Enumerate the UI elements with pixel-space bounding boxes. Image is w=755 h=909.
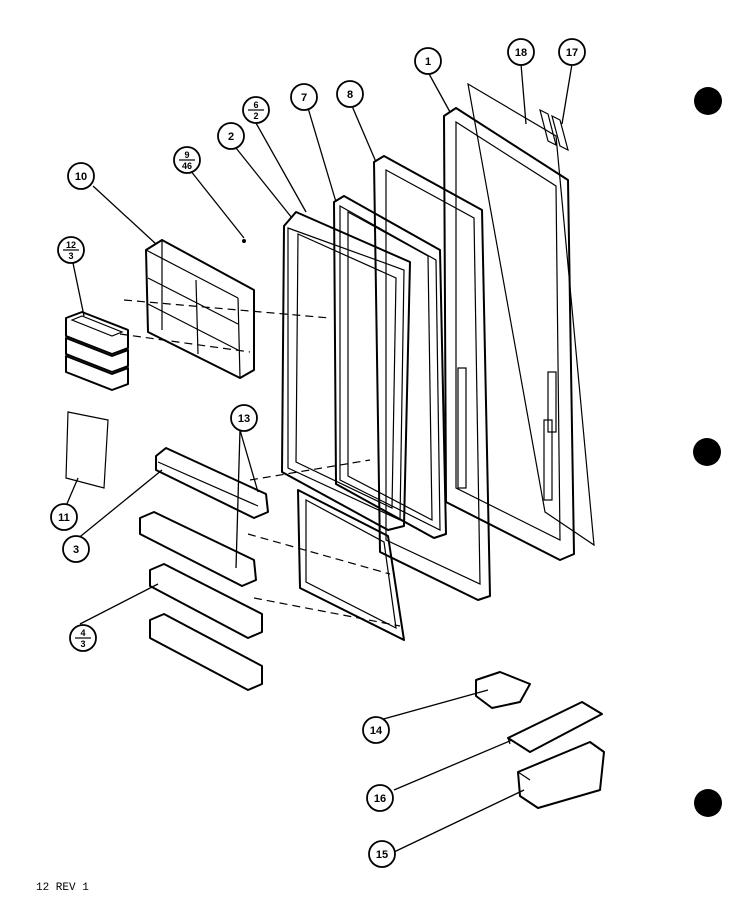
part-3-door-bin xyxy=(155,447,269,519)
callout-15: 15 xyxy=(368,840,396,868)
part-12-containers xyxy=(65,311,129,391)
callout-circle xyxy=(368,840,396,868)
callout-label: 15 xyxy=(376,849,388,861)
callout-17: 17 xyxy=(558,38,586,66)
callout-1: 1 xyxy=(414,47,442,75)
callout-label: 17 xyxy=(566,47,578,59)
callout-label: 11 xyxy=(58,512,70,524)
part-2-door-liner xyxy=(281,211,411,531)
callout-circle xyxy=(290,83,318,111)
callout-denominator: 3 xyxy=(68,251,73,261)
alignment-lines xyxy=(119,299,401,627)
callout-4-3: 43 xyxy=(69,624,97,652)
part-door-bin-b xyxy=(149,563,263,639)
callout-numerator: 12 xyxy=(66,240,76,250)
callout-circle xyxy=(558,38,586,66)
callout-circle xyxy=(362,716,390,744)
leader-lines xyxy=(65,63,573,853)
part-lower-gasket-frame xyxy=(297,489,405,641)
part-14-tray xyxy=(475,671,531,709)
callout-12-3: 123 xyxy=(57,236,85,264)
callout-2: 2 xyxy=(217,122,245,150)
callout-label: 3 xyxy=(73,544,79,556)
callout-8: 8 xyxy=(336,80,364,108)
callout-label: 16 xyxy=(374,793,386,805)
callout-label: 18 xyxy=(515,47,527,59)
callout-label: 13 xyxy=(238,413,250,425)
part-11-card xyxy=(65,411,109,489)
callout-circle xyxy=(507,38,535,66)
callout-denominator: 3 xyxy=(80,639,85,649)
callout-7: 7 xyxy=(290,83,318,111)
callout-14: 14 xyxy=(362,716,390,744)
part-7-frame xyxy=(333,195,447,539)
scan-marks xyxy=(242,87,722,817)
callout-label: 10 xyxy=(75,171,87,183)
callout-label: 1 xyxy=(425,56,431,68)
part-8-gasket xyxy=(373,155,491,601)
callout-13: 13 xyxy=(230,404,258,432)
callout-circle xyxy=(230,404,258,432)
callout-denominator: 46 xyxy=(182,161,192,171)
part-17-strip xyxy=(539,108,569,152)
callout-label: 2 xyxy=(228,131,234,143)
callout-circle xyxy=(414,47,442,75)
callout-circle xyxy=(67,162,95,190)
part-16-cover xyxy=(507,701,603,753)
callout-18: 18 xyxy=(507,38,535,66)
part-1-door-panel xyxy=(443,107,575,561)
callout-circle xyxy=(62,535,90,563)
callout-label: 14 xyxy=(370,725,383,737)
callout-circle xyxy=(366,784,394,812)
footer-revision-text: 12 REV 1 xyxy=(36,882,89,894)
callout-16: 16 xyxy=(366,784,394,812)
callout-9-46: 946 xyxy=(173,146,201,174)
callout-3: 3 xyxy=(62,535,90,563)
part-15-dispenser-tray xyxy=(517,741,605,809)
part-door-bin-c xyxy=(149,613,263,691)
callout-numerator: 6 xyxy=(253,100,258,110)
callout-denominator: 2 xyxy=(253,111,258,121)
callout-label: 7 xyxy=(301,92,307,104)
callout-10: 10 xyxy=(67,162,95,190)
part-10-shelf-rack xyxy=(145,239,255,379)
callout-circle xyxy=(336,80,364,108)
part-door-bin-a xyxy=(139,511,257,587)
callout-6-2: 62 xyxy=(242,96,270,124)
callout-11: 11 xyxy=(50,503,78,531)
callout-numerator: 4 xyxy=(80,628,85,638)
callout-numerator: 9 xyxy=(184,150,189,160)
callout-circle xyxy=(50,503,78,531)
callout-circle xyxy=(217,122,245,150)
part-18-panel xyxy=(467,82,595,547)
callout-label: 8 xyxy=(347,89,353,101)
